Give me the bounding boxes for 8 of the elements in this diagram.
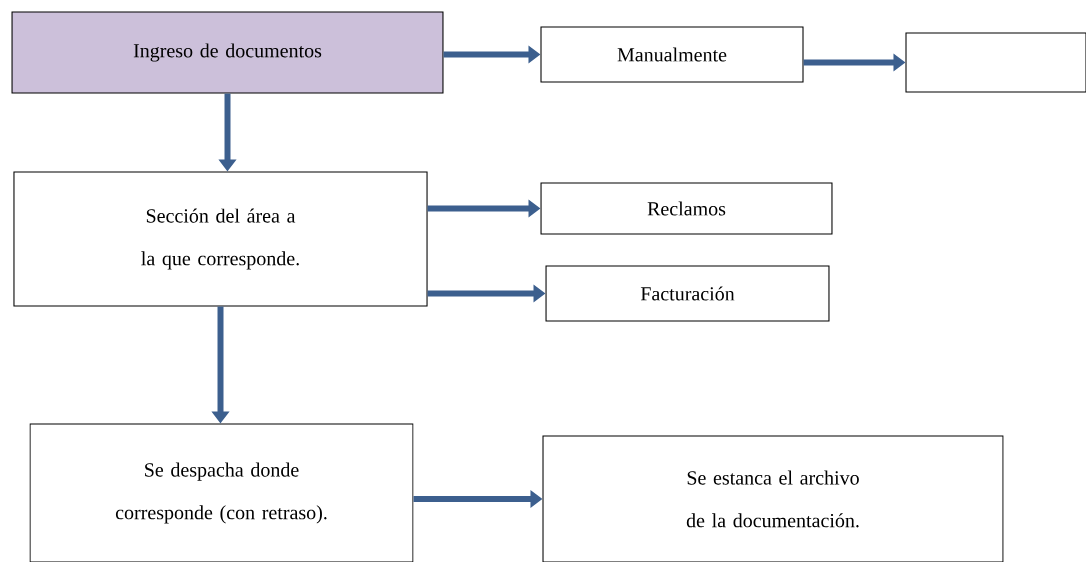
process-box: Ingreso de documentos [11,11,444,94]
process-box: Manualmente [540,26,804,83]
process-box: Reclamos [540,182,833,235]
process-box: Facturación [545,265,830,322]
empty-box [905,32,1086,93]
process-box: Se despacha donde corresponde (con retraso). [29,423,414,562]
process-box: Se estanca el archivo de la documentación. [542,435,1004,562]
process-box: Sección del área a la que corresponde. [13,171,428,307]
